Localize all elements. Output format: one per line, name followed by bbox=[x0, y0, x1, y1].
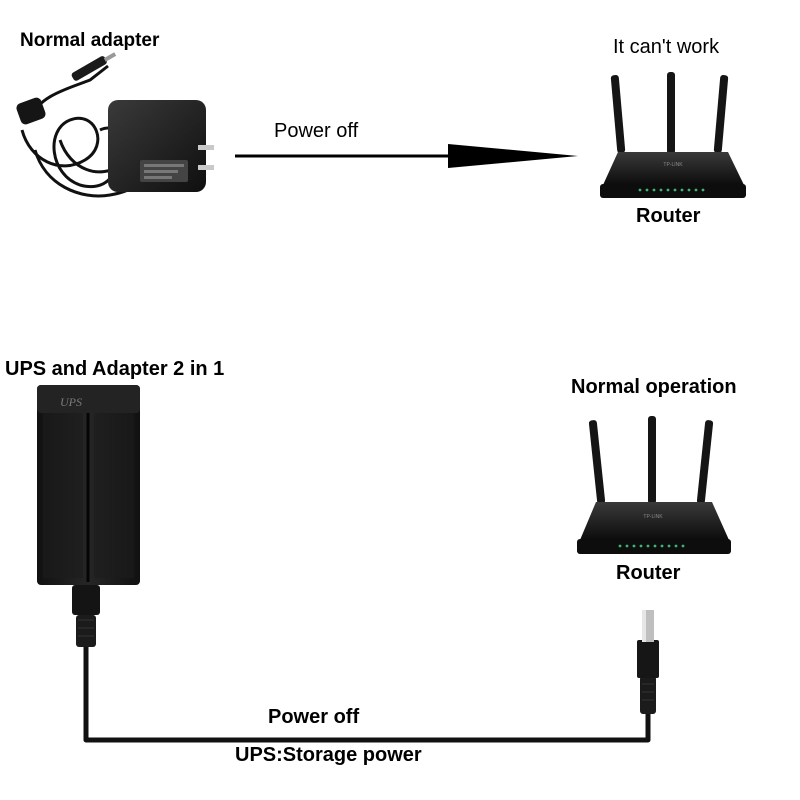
normal-adapter-image bbox=[16, 52, 214, 198]
normal-adapter-label: Normal adapter bbox=[20, 30, 160, 51]
dc-plug-image bbox=[637, 610, 659, 714]
normal-operation-label: Normal operation bbox=[571, 376, 737, 398]
router-bottom-image: TP-LINK bbox=[577, 416, 731, 554]
ups-cable bbox=[83, 647, 651, 743]
router-leds bbox=[618, 544, 685, 548]
bottom-router-label: Router bbox=[616, 562, 681, 584]
ups-badge-text: UPS bbox=[60, 395, 82, 409]
power-off-arrow bbox=[235, 144, 578, 168]
router-top-image: TP-LINK bbox=[600, 72, 746, 198]
storage-power-label: UPS:Storage power bbox=[235, 744, 422, 766]
router-brand-text: TP-LINK bbox=[643, 514, 663, 520]
router-brand-text: TP-LINK bbox=[663, 162, 683, 168]
top-router-label: Router bbox=[636, 205, 701, 227]
ups-adapter-image: UPS bbox=[37, 385, 140, 647]
router-leds bbox=[638, 188, 705, 192]
top-power-off-label: Power off bbox=[274, 120, 359, 142]
bottom-power-off-label: Power off bbox=[268, 706, 360, 728]
cant-work-label: It can't work bbox=[613, 36, 720, 58]
ups-adapter-label: UPS and Adapter 2 in 1 bbox=[5, 358, 225, 380]
